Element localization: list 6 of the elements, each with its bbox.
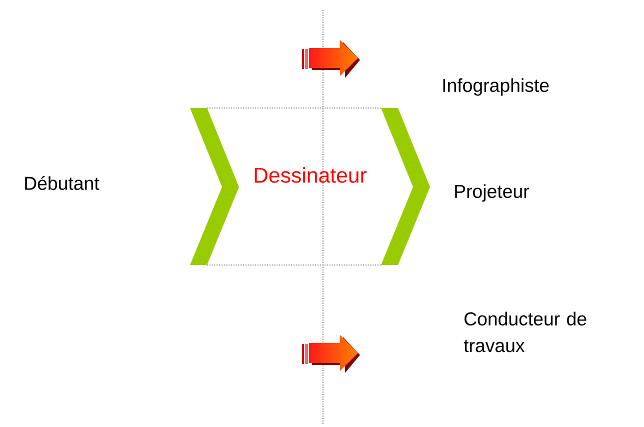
node-label: Dessinateur [254,167,367,183]
node-label: Infographiste [443,78,549,96]
chevron-band: Dessinateur [190,107,430,266]
node-label: Projeteur [455,184,530,202]
node-label: Conducteur de travaux [464,312,586,352]
node-label: Débutant [25,176,100,190]
